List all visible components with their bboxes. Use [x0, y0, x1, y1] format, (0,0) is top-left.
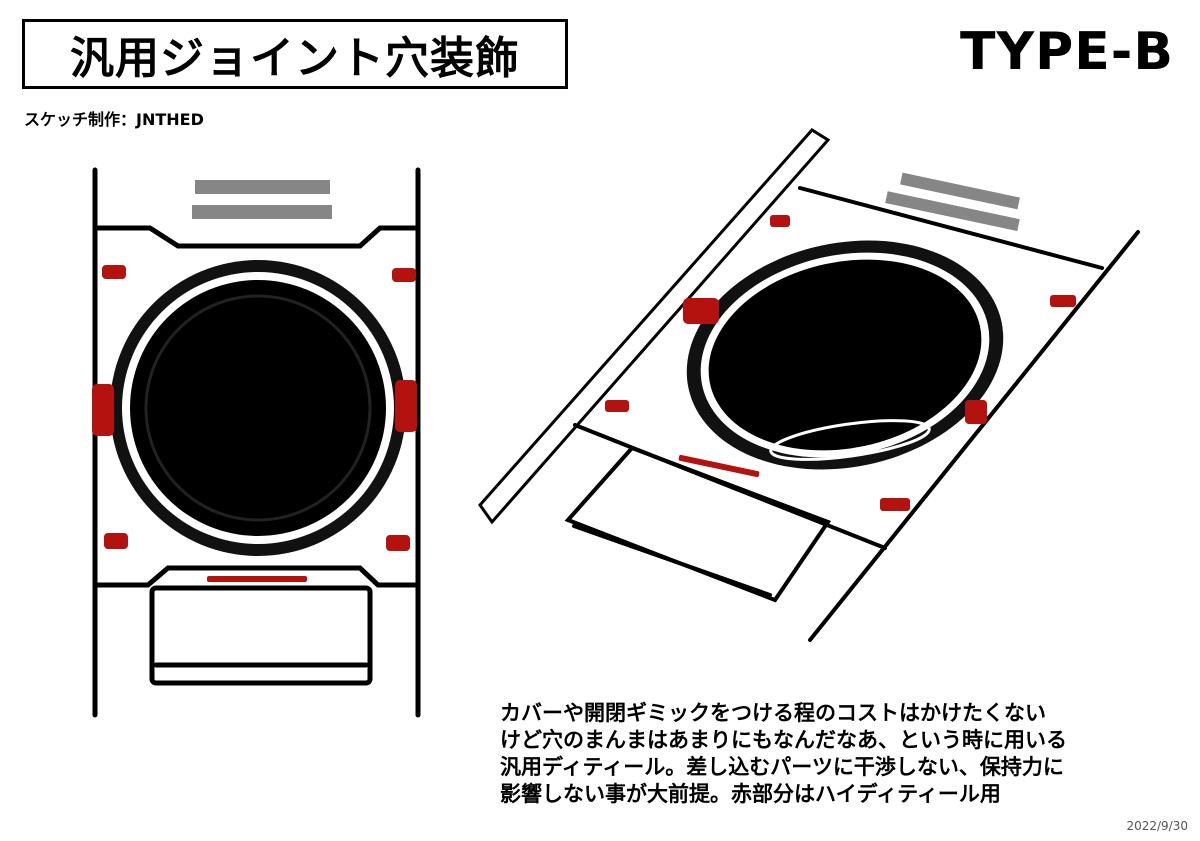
- perspective-red-details: [605, 215, 1076, 511]
- description-text: カバーや開閉ギミックをつける程のコストはかけたくない けど穴のまんまはあまりにも…: [500, 700, 1180, 808]
- front-faint-text: [192, 180, 332, 219]
- front-panel-frame: [92, 167, 421, 718]
- front-red-details: [92, 265, 417, 582]
- description-line: カバーや開閉ギミックをつける程のコストはかけたくない: [500, 701, 1046, 725]
- title-box: 汎用ジョイント穴装飾: [22, 19, 568, 89]
- perspective-faint-text: [885, 172, 1020, 232]
- description-line: けど穴のまんまはあまりにもなんだなあ、という時に用いる: [500, 728, 1067, 752]
- perspective-panel-frame: [478, 128, 1140, 642]
- perspective-joint-hole: [686, 240, 1004, 470]
- front-joint-hole: [110, 260, 406, 556]
- sketch-credit: スケッチ制作：JNTHED: [24, 110, 204, 129]
- type-label: TYPE-B: [960, 22, 1174, 82]
- description-line: 汎用ディティール。差し込むパーツに干渉しない、保持力に: [500, 755, 1064, 779]
- date-stamp: 2022/9/30: [1126, 819, 1188, 833]
- description-line: 影響しない事が大前提。赤部分はハイディティール用: [500, 782, 1001, 806]
- page-title: 汎用ジョイント穴装飾: [70, 33, 520, 84]
